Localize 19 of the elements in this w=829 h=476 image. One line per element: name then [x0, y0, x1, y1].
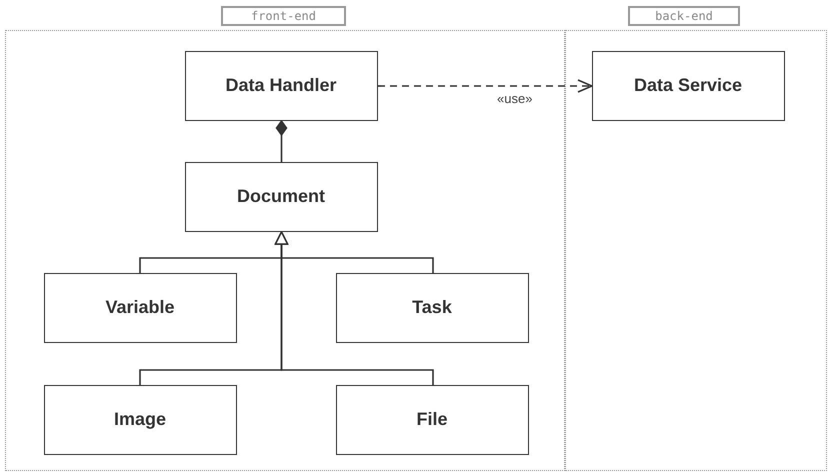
composition-connector [276, 120, 288, 162]
class-box [184, 50, 378, 120]
package-label: front-end [221, 6, 346, 26]
class-box [44, 272, 236, 342]
class-box [592, 50, 784, 120]
class-name: Variable [105, 297, 175, 318]
class-name: Data Handler [225, 75, 337, 96]
class-name: Data Service [634, 75, 742, 96]
class-box [44, 384, 236, 454]
class-box [184, 162, 378, 232]
dependency-arrow [378, 79, 593, 93]
class-name: Image [114, 409, 166, 430]
generalization-arrow [274, 231, 434, 385]
package-label: back-end [628, 6, 740, 26]
class-name: File [416, 409, 448, 430]
class-name: Document [236, 186, 325, 207]
class-name: Task [412, 297, 452, 318]
class-box [336, 384, 528, 454]
class-box [336, 272, 528, 342]
